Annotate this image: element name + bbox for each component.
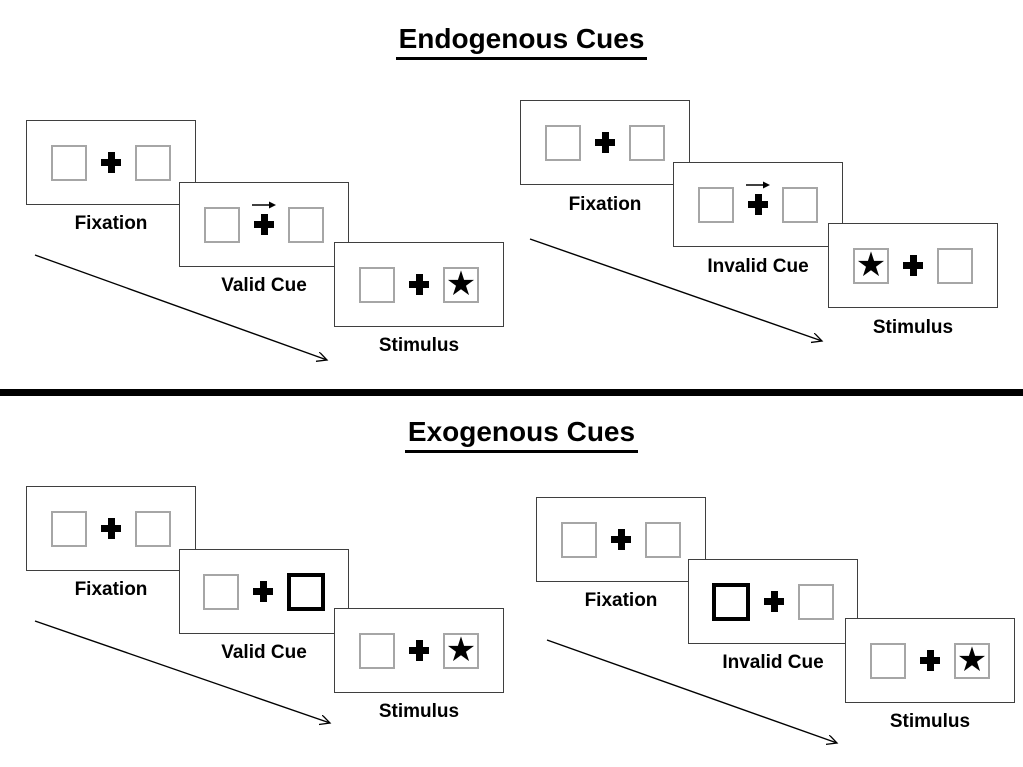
panel-stimulus: ★ [845,618,1015,703]
section-header-exogenous: Exogenous Cues [20,416,1023,453]
target-star-box-right: ★ [443,263,479,304]
fixation-cross [903,255,923,276]
fixation-cross-icon [764,591,784,612]
placeholder-box-right [937,247,973,284]
fixation-cross-icon [748,194,768,215]
fixation-cross [409,274,429,295]
section-header-endogenous: Endogenous Cues [20,23,1023,60]
star-icon: ★ [855,244,887,285]
cue-box-highlighted-right [287,572,325,611]
step-label-fixation: Fixation [74,213,148,234]
step-label-valid-cue: Valid Cue [221,642,307,663]
fixation-cross-icon [920,650,940,671]
placeholder-box-right [645,521,681,558]
fixation-cross-icon [101,518,121,539]
cue-arrow-icon [746,181,770,189]
section-divider [0,389,1023,396]
target-star-box-right: ★ [443,629,479,670]
star-icon: ★ [445,263,477,304]
placeholder-box-left [561,521,597,558]
section-title-endogenous: Endogenous Cues [395,23,648,60]
panel-fixation [536,497,706,582]
star-icon: ★ [956,639,988,680]
timeline-arrow-endogenous-valid [34,254,327,360]
placeholder-box-right [782,186,818,223]
placeholder-box-left [51,144,87,181]
step-label-stimulus: Stimulus [872,317,954,338]
placeholder-box-right [135,144,171,181]
step-label-fixation: Fixation [74,579,148,600]
fixation-cross [611,529,631,550]
fixation-cross [101,518,121,539]
placeholder-box-left [359,266,395,303]
step-label-fixation: Fixation [584,590,658,611]
fixation-cross [595,132,615,153]
placeholder-box-right [288,206,324,243]
cue-box-highlighted-left [712,582,750,621]
panel-invalid-cue [688,559,858,644]
panel-fixation [26,120,196,205]
fixation-cross-icon [409,640,429,661]
panel-valid-cue [179,182,349,267]
target-star-box-right: ★ [954,639,990,680]
fixation-cross-icon [611,529,631,550]
placeholder-box-left [698,186,734,223]
fixation-cross [764,591,784,612]
placeholder-box-left [359,632,395,669]
fixation-cross [920,650,940,671]
fixation-cross-icon [903,255,923,276]
placeholder-box-left [545,124,581,161]
step-label-invalid-cue: Invalid Cue [722,652,824,673]
panel-fixation [520,100,690,185]
panel-valid-cue [179,549,349,634]
timeline-arrow-endogenous-invalid [529,238,822,341]
placeholder-box-right [798,583,834,620]
panel-fixation [26,486,196,571]
step-label-stimulus: Stimulus [378,701,460,722]
placeholder-box-left [203,573,239,610]
fixation-cross-icon [409,274,429,295]
panel-stimulus: ★ [828,223,998,308]
step-label-valid-cue: Valid Cue [221,275,307,296]
placeholder-box-left [51,510,87,547]
fixation-cross [252,201,276,235]
fixation-cross-icon [253,581,273,602]
placeholder-box-right [629,124,665,161]
panel-stimulus: ★ [334,242,504,327]
fixation-cross-icon [254,214,274,235]
cue-arrow-icon [252,201,276,209]
fixation-cross [253,581,273,602]
timeline-arrow-exogenous-valid [34,620,330,723]
placeholder-box-left [870,642,906,679]
star-icon: ★ [445,629,477,670]
fixation-cross-icon [595,132,615,153]
panel-stimulus: ★ [334,608,504,693]
fixation-cross-icon [101,152,121,173]
step-label-stimulus: Stimulus [378,335,460,356]
panel-invalid-cue [673,162,843,247]
target-star-box-left: ★ [853,244,889,285]
fixation-cross [746,181,770,215]
placeholder-box-left [204,206,240,243]
step-label-invalid-cue: Invalid Cue [707,256,809,277]
fixation-cross [409,640,429,661]
section-title-exogenous: Exogenous Cues [404,416,639,453]
step-label-fixation: Fixation [568,194,642,215]
placeholder-box-right [135,510,171,547]
fixation-cross [101,152,121,173]
step-label-stimulus: Stimulus [889,711,971,732]
